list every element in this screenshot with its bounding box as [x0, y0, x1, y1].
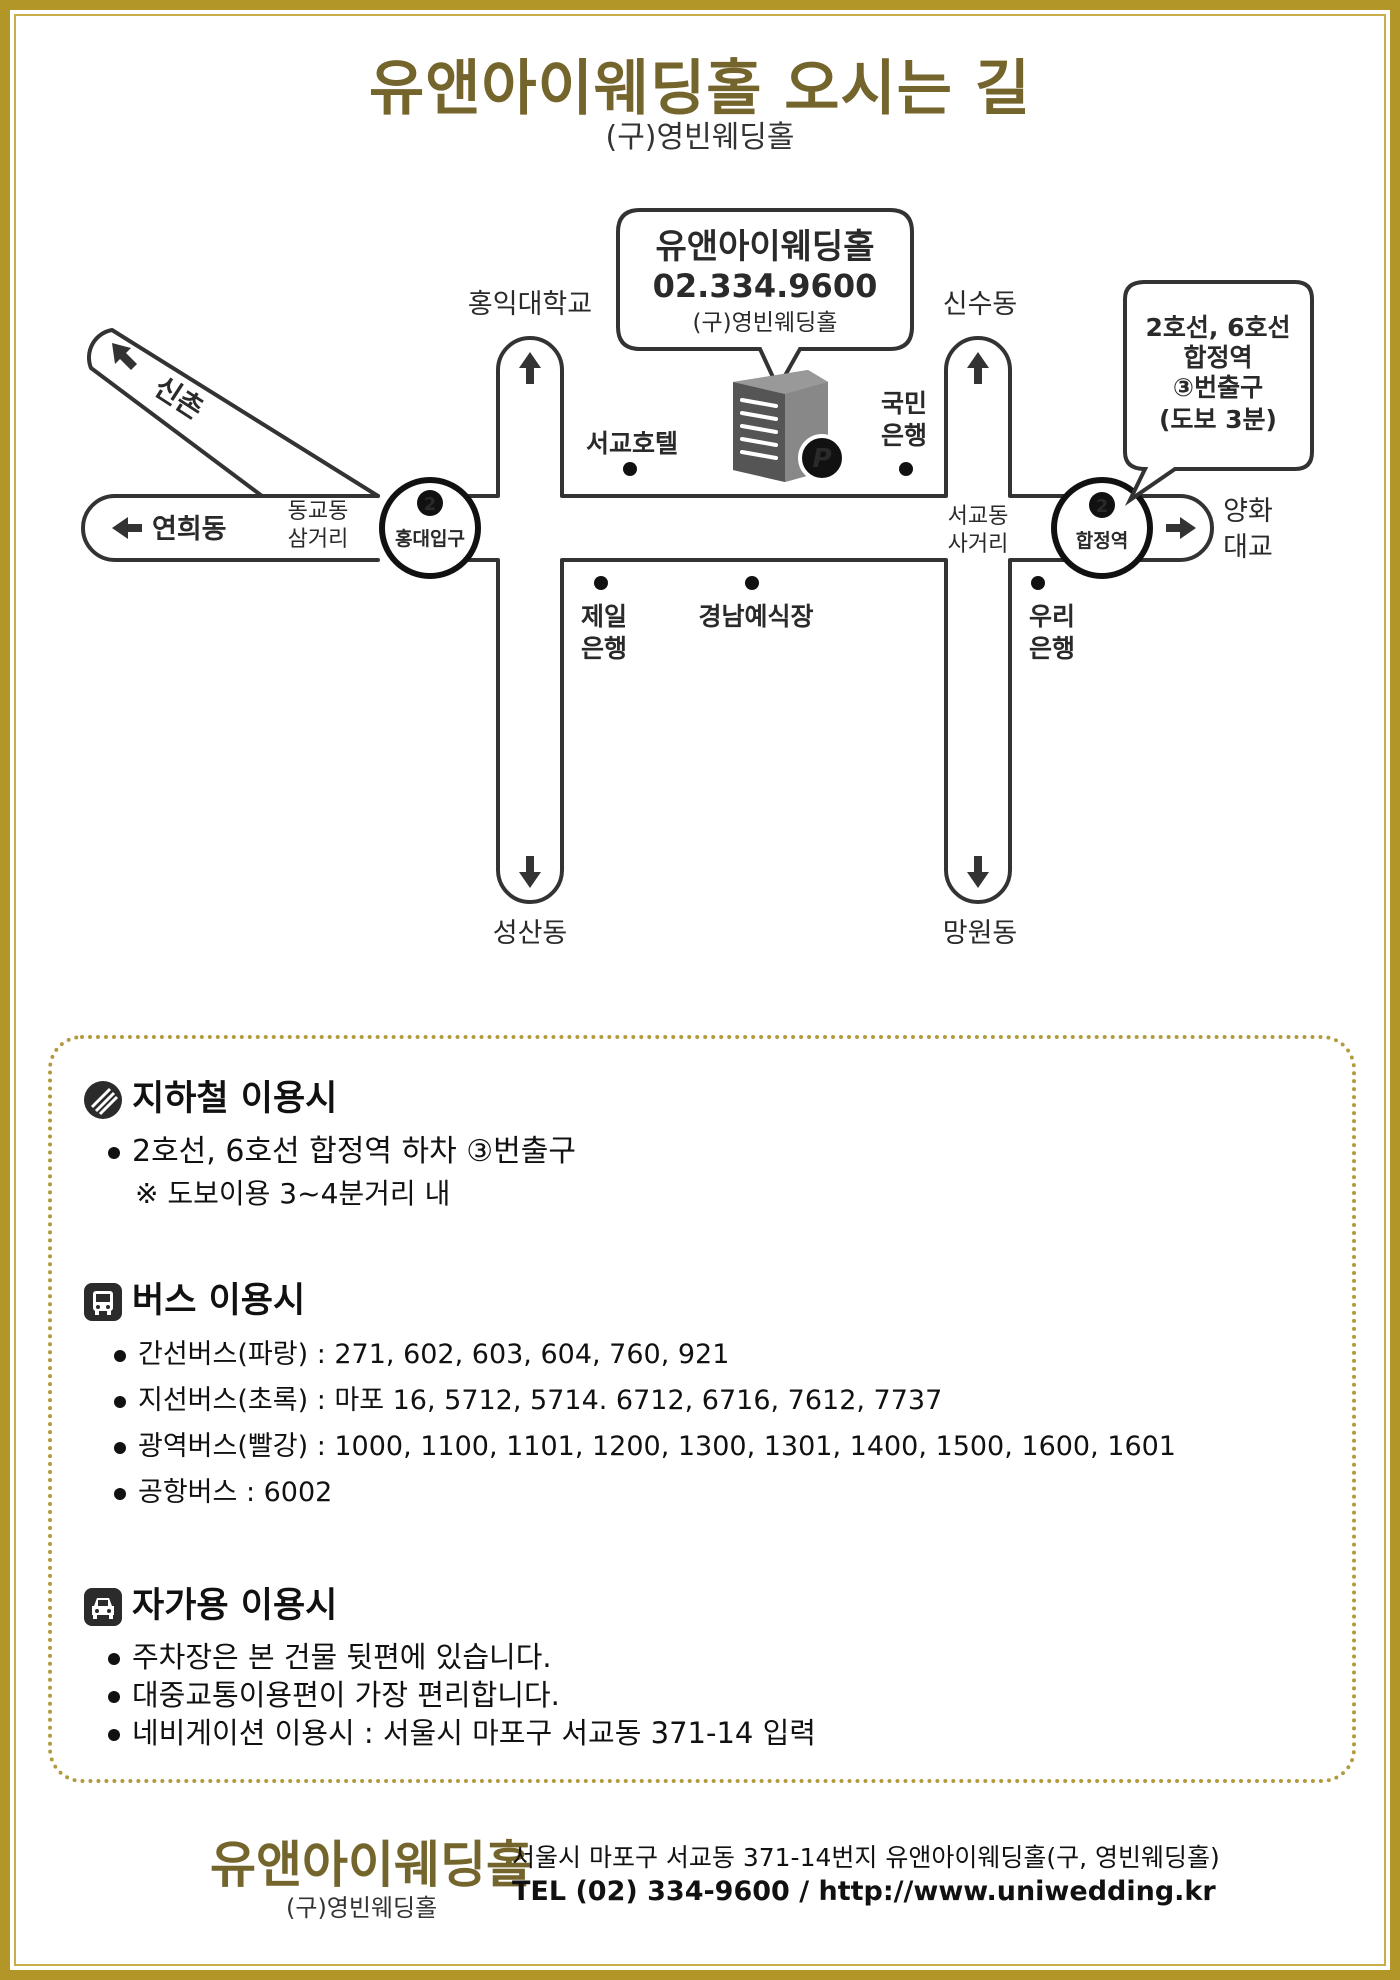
page-frame-inner: [14, 14, 1386, 1966]
bus-section-heading: 버스 이용시: [84, 1272, 305, 1323]
marker-jeil-bank: [594, 576, 608, 590]
car-heading-text: 자가용 이용시: [132, 1586, 338, 1626]
bullet-icon: [108, 1146, 120, 1159]
marker-gyeongnam: [745, 576, 759, 590]
bus-icon: [84, 1283, 122, 1321]
marker-kookmin-bank: [899, 462, 913, 476]
label-donggyo-1: 동교동: [288, 499, 349, 524]
station-hongdae: 2 홍대입구: [379, 477, 481, 579]
arrow-up-hongik-icon: [519, 352, 541, 384]
arrow-up-sinsu-icon: [967, 352, 989, 384]
road-arrows: [112, 343, 1196, 888]
bullet-icon: [114, 1441, 126, 1454]
bullet-icon: [114, 1349, 126, 1362]
building-icon: [733, 370, 828, 482]
bullet-icon: [108, 1729, 120, 1741]
label-seogyo-hotel: 서교호텔: [586, 429, 678, 458]
label-woori-2: 은행: [1029, 634, 1075, 663]
label-kookmin-2: 은행: [881, 421, 927, 450]
label-yeonhui: 연희동: [152, 514, 227, 545]
parking-icon: P: [798, 434, 846, 482]
svg-text:P: P: [812, 444, 831, 474]
venue-callout: 유앤아이웨딩홀 02.334.9600 (구)영빈웨딩홀: [616, 208, 914, 393]
bus-item-trunk: 간선버스(파랑) : 271, 602, 603, 604, 760, 921: [114, 1332, 729, 1371]
label-yanghwa-2: 대교: [1223, 532, 1273, 563]
arrow-sinchon-icon: [112, 343, 137, 370]
bus-item-branch: 지선버스(초록) : 마포 16, 5712, 5714. 6712, 6716…: [114, 1378, 942, 1417]
label-mangwon: 망원동: [943, 918, 1018, 949]
car-item-parking: 주차장은 본 건물 뒷편에 있습니다.: [108, 1634, 552, 1676]
label-donggyo-2: 삼거리: [288, 527, 349, 552]
bus-item-airport: 공항버스 : 6002: [114, 1470, 332, 1509]
bullet-icon: [108, 1691, 120, 1703]
transport-info-box: [48, 1035, 1356, 1783]
subway-section-heading: 지하철 이용시: [84, 1070, 337, 1121]
footer-logo: 유앤아이웨딩홀: [210, 1836, 532, 1894]
bus-heading-text: 버스 이용시: [132, 1281, 306, 1321]
arrow-right-yanghwa-icon: [1166, 517, 1196, 539]
subway-line-1: 2호선, 6호선 합정역 하차 ③번출구: [108, 1126, 576, 1170]
label-gyeongnam: 경남예식장: [698, 602, 813, 631]
marker-seogyo-hotel: [623, 462, 637, 476]
venue-name: 유앤아이웨딩홀: [656, 227, 875, 267]
page-title: 유앤아이웨딩홀 오시는 길: [369, 54, 1031, 124]
bullet-icon: [114, 1395, 126, 1408]
station-callout-line-2: 합정역: [1183, 343, 1252, 372]
label-seogyo-1: 서교동: [948, 504, 1009, 529]
label-jeil-2: 은행: [581, 634, 627, 663]
station-hapjeong-line: 2: [1096, 496, 1109, 517]
station-callout-line-1: 2호선, 6호선: [1146, 313, 1291, 342]
label-jeil-1: 제일: [581, 602, 627, 631]
label-hongik: 홍익대학교: [468, 289, 592, 320]
label-sinsu: 신수동: [943, 289, 1018, 320]
road-network: [81, 328, 1214, 904]
subway-icon: [84, 1081, 122, 1119]
station-callout-line-4: (도보 3분): [1159, 405, 1277, 434]
footer-address: 서울시 마포구 서교동 371-14번지 유앤아이웨딩홀(구, 영빈웨딩홀): [512, 1843, 1220, 1872]
subway-note: ※ 도보이용 3~4분거리 내: [135, 1177, 451, 1210]
subway-heading-text: 지하철 이용시: [132, 1079, 338, 1119]
marker-woori-bank: [1031, 576, 1045, 590]
car-item-navigation: 네비게이션 이용시 : 서울시 마포구 서교동 371-14 입력: [108, 1710, 816, 1752]
car-section-heading: 자가용 이용시: [84, 1577, 337, 1628]
venue-former-name: (구)영빈웨딩홀: [693, 310, 838, 336]
station-hapjeong-label: 합정역: [1076, 530, 1128, 552]
page-subtitle: (구)영빈웨딩홀: [605, 120, 795, 155]
arrow-down-seongsan-icon: [519, 856, 541, 888]
car-icon: [84, 1588, 122, 1626]
road-sinchon: [87, 328, 380, 498]
label-seongsan: 성산동: [493, 918, 568, 949]
station-callout-line-3: ③번출구: [1173, 373, 1263, 402]
bullet-icon: [114, 1487, 126, 1500]
car-item-public-transit: 대중교통이용편이 가장 편리합니다.: [108, 1672, 560, 1714]
station-hongdae-label: 홍대입구: [395, 527, 465, 550]
station-hongdae-line: 2: [424, 494, 437, 515]
directions-map: 2 홍대입구 2 합정역 유앤아이웨딩홀 02.334.9600 (구)영빈웨딩…: [81, 208, 1314, 949]
arrow-down-mangwon-icon: [967, 856, 989, 888]
label-seogyo-2: 사거리: [948, 532, 1009, 557]
venue-phone: 02.334.9600: [653, 267, 878, 305]
bullet-icon: [108, 1653, 120, 1665]
label-woori-1: 우리: [1029, 602, 1075, 631]
label-yanghwa-1: 양화: [1223, 496, 1273, 527]
footer-tel[interactable]: TEL (02) 334-9600 / http://www.uniweddin…: [512, 1876, 1216, 1907]
road-main-top: [396, 336, 1214, 904]
station-callout: 2호선, 6호선 합정역 ③번출구 (도보 3분): [1123, 280, 1314, 506]
label-kookmin-1: 국민: [881, 389, 927, 418]
bus-item-express: 광역버스(빨강) : 1000, 1100, 1101, 1200, 1300,…: [114, 1424, 1176, 1463]
road-yeonhui: [81, 494, 380, 562]
arrow-left-yeonhui-icon: [112, 517, 142, 539]
footer-logo-subtitle: (구)영빈웨딩홀: [286, 1894, 438, 1922]
